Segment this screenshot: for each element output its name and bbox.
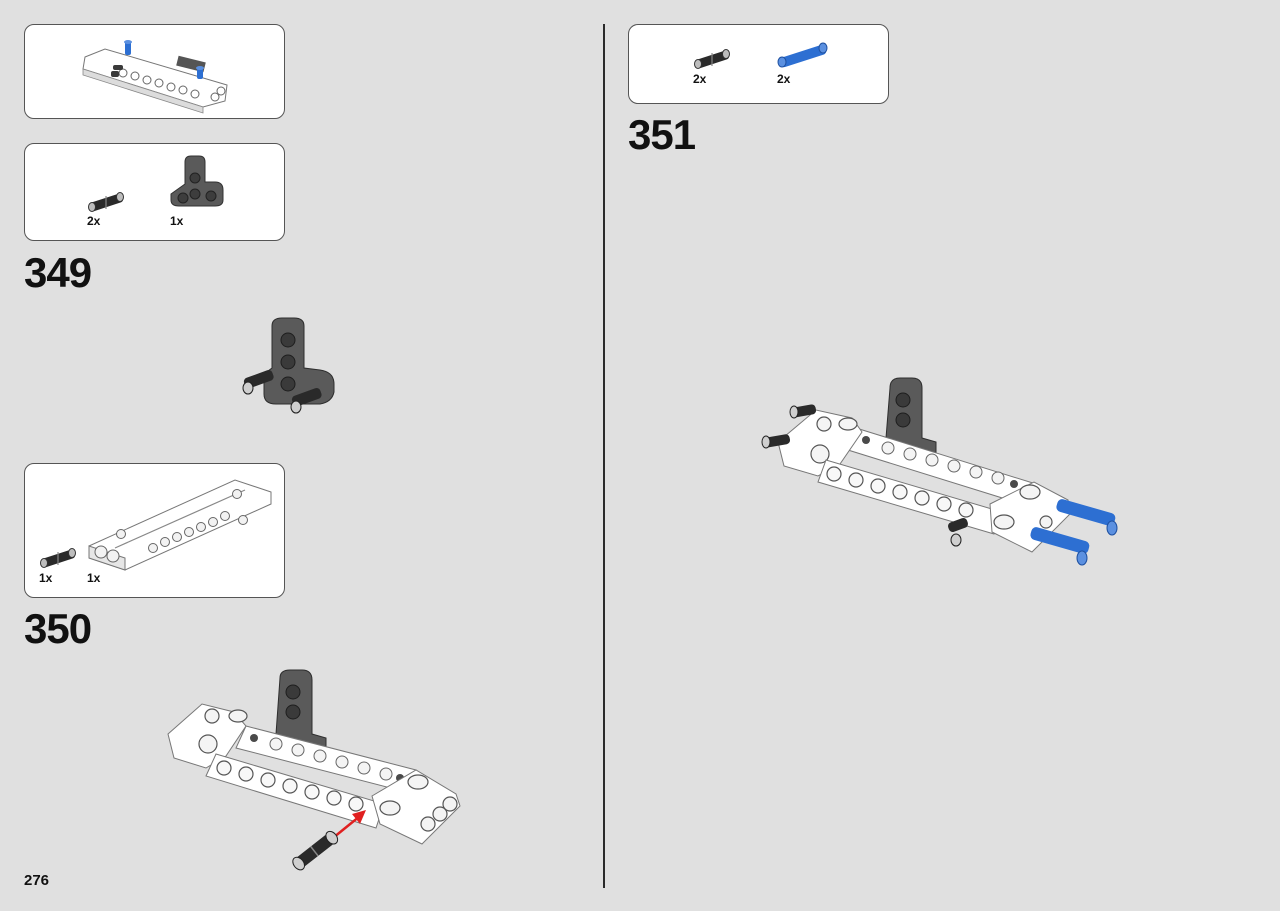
step-350-model xyxy=(167,669,461,871)
step-number: 350 xyxy=(24,605,92,652)
white-panel-beam-icon xyxy=(88,479,272,571)
white-beam-assembly-icon xyxy=(82,40,228,114)
part-quantity: 2x xyxy=(87,214,101,228)
page-divider xyxy=(603,24,605,888)
part-quantity: 1x xyxy=(170,214,184,228)
step-351-model xyxy=(761,377,1118,566)
parts-callout-step-349: 2x 1x xyxy=(24,143,285,241)
black-axle-pin-icon xyxy=(40,548,76,568)
part-quantity: 2x xyxy=(693,72,707,86)
step-349-model xyxy=(242,317,335,414)
step-number: 351 xyxy=(628,111,696,158)
part-quantity: 2x xyxy=(777,72,791,86)
black-axle-pin-icon xyxy=(88,192,124,212)
black-axle-pin-icon xyxy=(694,49,730,69)
step-number: 349 xyxy=(24,249,92,296)
part-quantity: 1x xyxy=(87,571,101,585)
blue-axle-pin-icon xyxy=(777,42,828,68)
part-quantity: 1x xyxy=(39,571,53,585)
parts-callout-step-350: 1x 1x xyxy=(24,463,285,598)
parts-callout-step-351: 2x 2x xyxy=(628,24,889,104)
page-number: 276 xyxy=(24,872,50,889)
dark-grey-t-beam-icon xyxy=(170,155,224,207)
previous-result-callout xyxy=(24,24,285,119)
